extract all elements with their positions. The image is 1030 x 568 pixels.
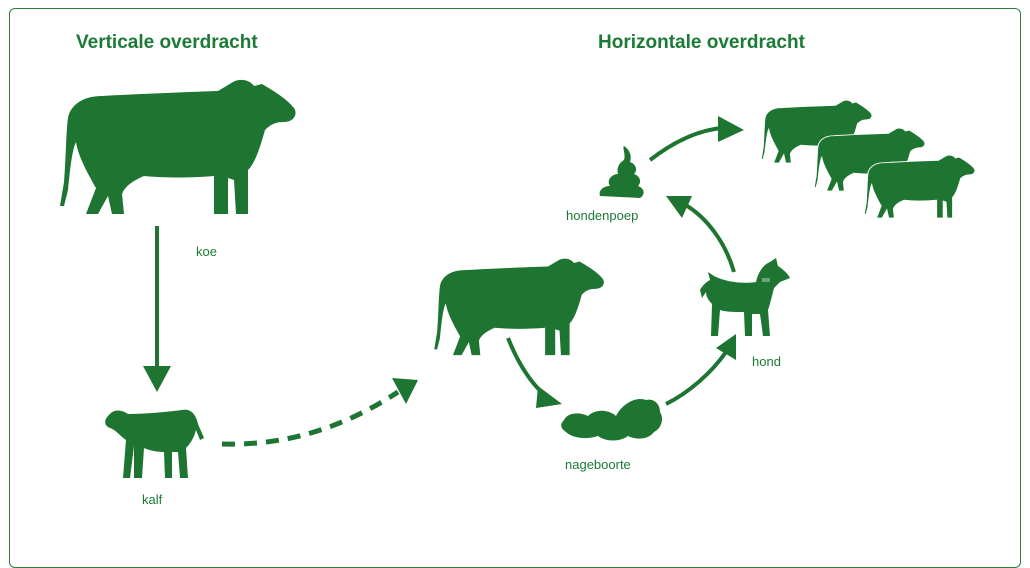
- arrow-dog-to-poop: [666, 196, 736, 273]
- arrow-cow-to-afterbirth: [506, 337, 562, 408]
- label-dog: hond: [752, 354, 781, 369]
- label-calf: kalf: [142, 492, 163, 507]
- herd-cow-3: [863, 154, 976, 219]
- arrow-calf-to-cow-dashed: [221, 378, 418, 447]
- arrow-poop-to-herd: [648, 116, 744, 162]
- arrow-afterbirth-to-dog: [665, 334, 736, 406]
- transmission-diagram: [60, 79, 976, 478]
- heading-horizontal-transmission: Horizontale overdracht: [598, 32, 805, 53]
- cow-herd-icon: [760, 99, 976, 219]
- dog-icon: [700, 258, 790, 336]
- arrow-cow-to-calf: [143, 226, 171, 392]
- label-afterbirth: nageboorte: [565, 457, 631, 472]
- heading-vertical-transmission: Verticale overdracht: [76, 32, 258, 53]
- afterbirth-icon: [561, 398, 662, 441]
- cow-icon: [60, 79, 296, 214]
- label-cow: koe: [196, 244, 217, 259]
- cow-icon-middle: [434, 258, 604, 356]
- calf-icon: [105, 409, 204, 478]
- label-dog-poop: hondenpoep: [566, 208, 639, 223]
- dog-poop-icon: [599, 146, 644, 198]
